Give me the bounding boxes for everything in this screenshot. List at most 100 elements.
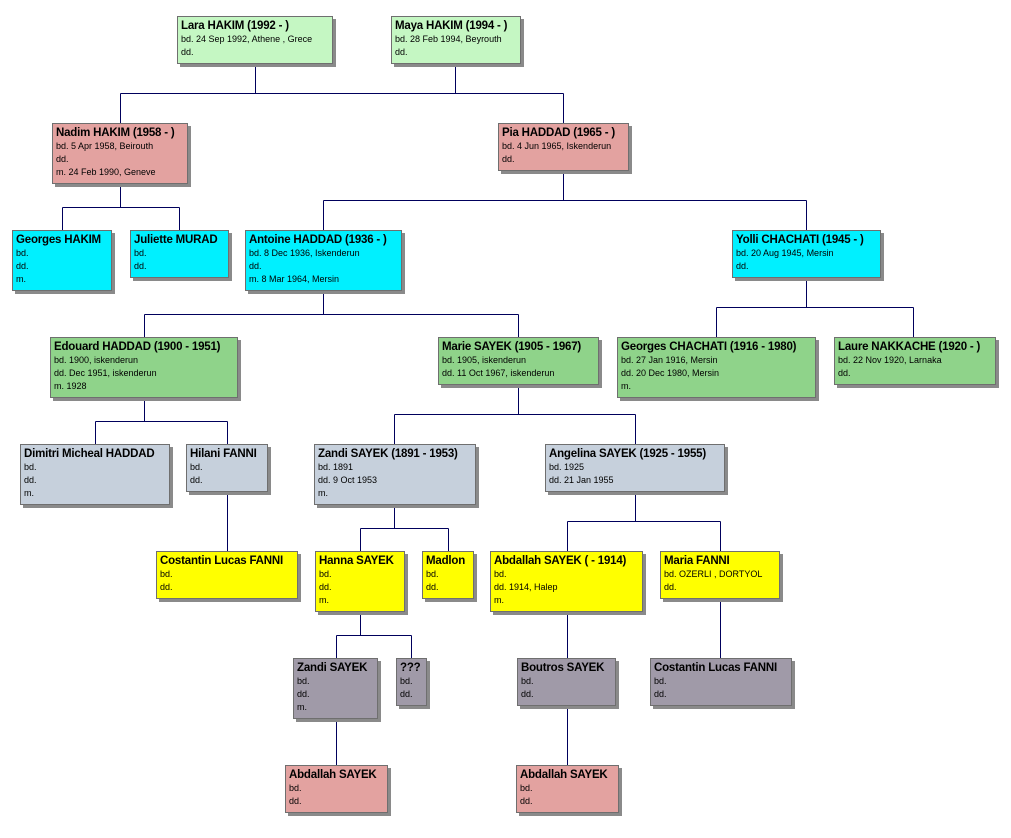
death-line: dd. bbox=[520, 796, 533, 806]
death-line: dd. bbox=[319, 582, 332, 592]
death-line: dd. bbox=[24, 475, 37, 485]
death-line: dd. bbox=[297, 689, 310, 699]
marriage-line: m. bbox=[319, 595, 329, 605]
person-angelina-sayek[interactable]: Angelina SAYEK (1925 - 1955) bd. 1925 dd… bbox=[545, 444, 725, 492]
person-pia-haddad[interactable]: Pia HADDAD (1965 - ) bd. 4 Jun 1965, Isk… bbox=[498, 123, 629, 171]
person-zandi-sayek-1891[interactable]: Zandi SAYEK (1891 - 1953) bd. 1891 dd. 9… bbox=[314, 444, 476, 505]
death-line: dd. bbox=[502, 154, 515, 164]
person-name: Madlon bbox=[426, 555, 466, 567]
death-line: dd. 21 Jan 1955 bbox=[549, 475, 614, 485]
person-name: Hanna SAYEK bbox=[319, 555, 394, 567]
marriage-line: m. bbox=[297, 702, 307, 712]
birth-line: bd. bbox=[297, 676, 310, 686]
person-name: Edouard HADDAD (1900 - 1951) bbox=[54, 341, 221, 353]
person-name: Marie SAYEK (1905 - 1967) bbox=[442, 341, 582, 353]
death-line: dd. bbox=[289, 796, 302, 806]
birth-line: bd. 28 Feb 1994, Beyrouth bbox=[395, 34, 502, 44]
person-name: Zandi SAYEK bbox=[297, 662, 368, 674]
birth-line: bd. bbox=[426, 569, 439, 579]
person-abdallah-sayek-a[interactable]: Abdallah SAYEK bd. dd. bbox=[285, 765, 388, 813]
birth-line: bd. bbox=[160, 569, 173, 579]
death-line: dd. bbox=[664, 582, 677, 592]
birth-line: bd. 1891 bbox=[318, 462, 354, 472]
person-name: Laure NAKKACHE (1920 - ) bbox=[838, 341, 981, 353]
person-maria-fanni[interactable]: Maria FANNI bd. OZERLI , DORTYOL dd. bbox=[660, 551, 780, 599]
person-costantin-fanni-2[interactable]: Costantin Lucas FANNI bd. dd. bbox=[650, 658, 792, 706]
person-boutros-sayek[interactable]: Boutros SAYEK bd. dd. bbox=[517, 658, 616, 706]
birth-line: bd. bbox=[654, 676, 667, 686]
birth-line: bd. bbox=[134, 248, 147, 258]
death-line: dd. bbox=[190, 475, 203, 485]
person-marie-sayek[interactable]: Marie SAYEK (1905 - 1967) bd. 1905, iske… bbox=[438, 337, 599, 385]
birth-line: bd. bbox=[400, 676, 413, 686]
person-name: Juliette MURAD bbox=[134, 234, 218, 246]
person-unknown[interactable]: ??? bd. dd. bbox=[396, 658, 427, 706]
birth-line: bd. 24 Sep 1992, Athene , Grece bbox=[181, 34, 313, 44]
person-abdallah-sayek-1914[interactable]: Abdallah SAYEK ( - 1914) bd. dd. 1914, H… bbox=[490, 551, 643, 612]
person-name: Abdallah SAYEK bbox=[289, 769, 377, 781]
marriage-line: m. 8 Mar 1964, Mersin bbox=[249, 274, 340, 284]
person-zandi-sayek[interactable]: Zandi SAYEK bd. dd. m. bbox=[293, 658, 378, 719]
death-line: dd. bbox=[400, 689, 413, 699]
person-name: Antoine HADDAD (1936 - ) bbox=[249, 234, 387, 246]
death-line: dd. bbox=[160, 582, 173, 592]
marriage-line: m. bbox=[621, 381, 631, 391]
person-lara-hakim[interactable]: Lara HAKIM (1992 - ) bd. 24 Sep 1992, At… bbox=[177, 16, 333, 64]
person-name: Abdallah SAYEK ( - 1914) bbox=[494, 555, 627, 567]
person-georges-hakim[interactable]: Georges HAKIM bd. dd. m. bbox=[12, 230, 112, 291]
person-yolli-chachati[interactable]: Yolli CHACHATI (1945 - ) bd. 20 Aug 1945… bbox=[732, 230, 881, 278]
marriage-line: m. bbox=[16, 274, 26, 284]
person-name: Costantin Lucas FANNI bbox=[160, 555, 283, 567]
person-name: Zandi SAYEK (1891 - 1953) bbox=[318, 448, 458, 460]
birth-line: bd. 4 Jun 1965, Iskenderun bbox=[502, 141, 612, 151]
birth-line: bd. 27 Jan 1916, Mersin bbox=[621, 355, 718, 365]
birth-line: bd. OZERLI , DORTYOL bbox=[664, 569, 763, 579]
birth-line: bd. 22 Nov 1920, Larnaka bbox=[838, 355, 942, 365]
death-line: dd. bbox=[56, 154, 69, 164]
death-line: dd. 20 Dec 1980, Mersin bbox=[621, 368, 720, 378]
death-line: dd. bbox=[16, 261, 29, 271]
person-name: Costantin Lucas FANNI bbox=[654, 662, 777, 674]
marriage-line: m. 1928 bbox=[54, 381, 87, 391]
death-line: dd. 9 Oct 1953 bbox=[318, 475, 378, 485]
person-georges-chachati[interactable]: Georges CHACHATI (1916 - 1980) bd. 27 Ja… bbox=[617, 337, 816, 398]
person-antoine-haddad[interactable]: Antoine HADDAD (1936 - ) bd. 8 Dec 1936,… bbox=[245, 230, 402, 291]
person-name: Pia HADDAD (1965 - ) bbox=[502, 127, 615, 139]
birth-line: bd. 1905, iskenderun bbox=[442, 355, 527, 365]
person-name: Georges HAKIM bbox=[16, 234, 101, 246]
person-hanna-sayek[interactable]: Hanna SAYEK bd. dd. m. bbox=[315, 551, 405, 612]
person-abdallah-sayek-b[interactable]: Abdallah SAYEK bd. dd. bbox=[516, 765, 619, 813]
birth-line: bd. bbox=[494, 569, 507, 579]
person-edouard-haddad[interactable]: Edouard HADDAD (1900 - 1951) bd. 1900, i… bbox=[50, 337, 238, 398]
marriage-line: m. bbox=[24, 488, 34, 498]
marriage-line: m. 24 Feb 1990, Geneve bbox=[56, 167, 156, 177]
birth-line: bd. bbox=[24, 462, 37, 472]
death-line: dd. bbox=[736, 261, 749, 271]
birth-line: bd. bbox=[520, 783, 533, 793]
death-line: dd. bbox=[426, 582, 439, 592]
birth-line: bd. bbox=[16, 248, 29, 258]
person-dimitri-haddad[interactable]: Dimitri Micheal HADDAD bd. dd. m. bbox=[20, 444, 170, 505]
birth-line: bd. 1900, iskenderun bbox=[54, 355, 139, 365]
person-nadim-hakim[interactable]: Nadim HAKIM (1958 - ) bd. 5 Apr 1958, Be… bbox=[52, 123, 188, 184]
person-laure-nakkache[interactable]: Laure NAKKACHE (1920 - ) bd. 22 Nov 1920… bbox=[834, 337, 996, 385]
person-costantin-fanni[interactable]: Costantin Lucas FANNI bd. dd. bbox=[156, 551, 298, 599]
person-maya-hakim[interactable]: Maya HAKIM (1994 - ) bd. 28 Feb 1994, Be… bbox=[391, 16, 521, 64]
birth-line: bd. 20 Aug 1945, Mersin bbox=[736, 248, 834, 258]
death-line: dd. Dec 1951, iskenderun bbox=[54, 368, 157, 378]
person-name: ??? bbox=[400, 662, 421, 674]
person-juliette-murad[interactable]: Juliette MURAD bd. dd. bbox=[130, 230, 229, 278]
person-name: Georges CHACHATI (1916 - 1980) bbox=[621, 341, 797, 353]
death-line: dd. bbox=[181, 47, 194, 57]
person-hilani-fanni[interactable]: Hilani FANNI bd. dd. bbox=[186, 444, 268, 492]
person-name: Dimitri Micheal HADDAD bbox=[24, 448, 155, 460]
marriage-line: m. bbox=[494, 595, 504, 605]
birth-line: bd. 5 Apr 1958, Beirouth bbox=[56, 141, 154, 151]
person-madlon[interactable]: Madlon bd. dd. bbox=[422, 551, 474, 599]
death-line: dd. bbox=[838, 368, 851, 378]
person-name: Yolli CHACHATI (1945 - ) bbox=[736, 234, 864, 246]
death-line: dd. bbox=[249, 261, 262, 271]
death-line: dd. 11 Oct 1967, iskenderun bbox=[442, 368, 555, 378]
person-name: Lara HAKIM (1992 - ) bbox=[181, 20, 289, 32]
